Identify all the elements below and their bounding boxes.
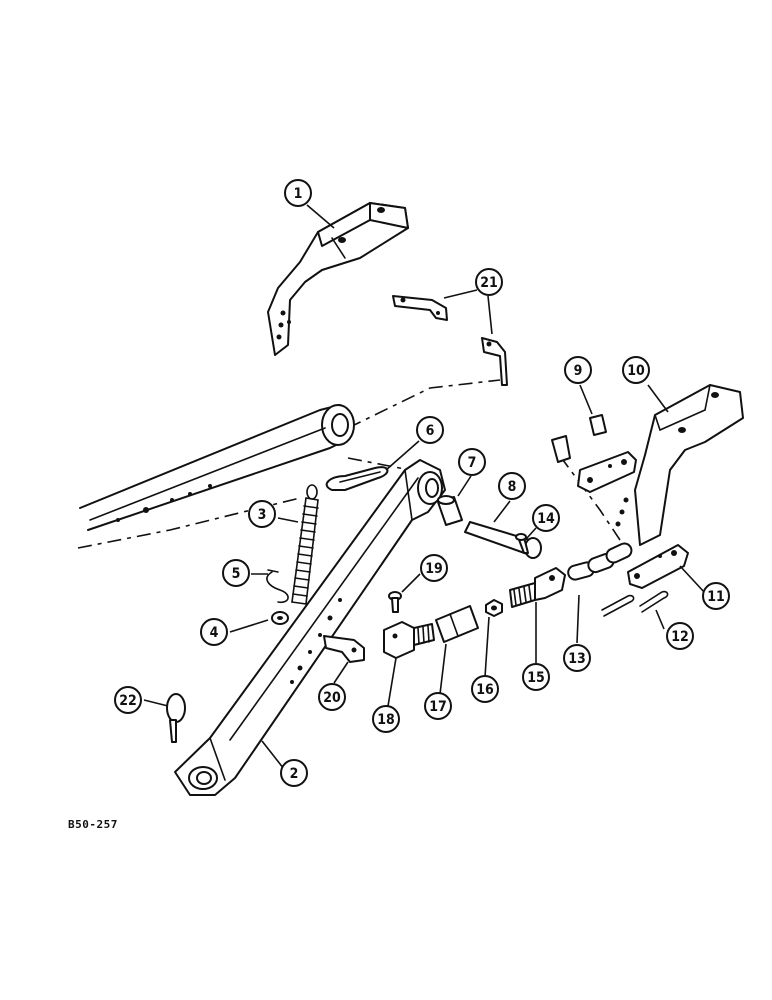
callout-7: 7 <box>458 448 486 476</box>
callout-circle <box>372 705 400 733</box>
background-lower-link <box>79 404 355 531</box>
callout-number: 6 <box>426 423 435 439</box>
part-13-chain <box>567 542 633 581</box>
figure-code: B50-257 <box>68 818 118 831</box>
callout-circle <box>248 500 276 528</box>
callout-circle <box>318 683 346 711</box>
callout-circle <box>200 618 228 646</box>
callout-circle <box>622 356 650 384</box>
part-6-pin <box>325 466 389 491</box>
callout-6: 6 <box>416 416 444 444</box>
callouts <box>143 204 706 770</box>
part-14-pin <box>515 533 529 554</box>
part-1-bracket <box>267 202 409 356</box>
callout-circle <box>222 559 250 587</box>
callout-number: 9 <box>574 363 583 379</box>
callout-3: 3 <box>248 500 276 528</box>
callout-number: 18 <box>377 712 395 728</box>
part-11-plates <box>577 451 689 589</box>
callout-13: 13 <box>563 644 591 672</box>
callout-circle <box>702 582 730 610</box>
part-7-bushing <box>437 495 463 526</box>
callout-number: 8 <box>508 479 517 495</box>
part-4-washer <box>271 611 289 625</box>
part-15-clevis <box>509 567 566 608</box>
callout-circle <box>458 448 486 476</box>
callout-number: 19 <box>425 561 443 577</box>
callout-number: 15 <box>527 670 545 686</box>
part-12-cotter-pins <box>601 590 669 617</box>
callout-circle <box>424 692 452 720</box>
callout-circle <box>114 686 142 714</box>
callout-12: 12 <box>666 622 694 650</box>
callout-14: 14 <box>532 504 560 532</box>
callout-1: 1 <box>284 179 312 207</box>
callout-20: 20 <box>318 683 346 711</box>
part-10-bracket <box>615 384 744 546</box>
callout-16: 16 <box>471 675 499 703</box>
callout-circle <box>284 179 312 207</box>
callout-circle <box>475 268 503 296</box>
callout-number: 21 <box>480 275 498 291</box>
callout-number: 22 <box>119 693 137 709</box>
callout-number: 13 <box>568 651 586 667</box>
callout-number: 1 <box>294 186 303 202</box>
callout-circle <box>498 472 526 500</box>
callout-circle <box>563 644 591 672</box>
callout-circle <box>420 554 448 582</box>
part-2-lower-link <box>174 459 446 796</box>
callout-number: 14 <box>537 511 555 527</box>
callout-number: 12 <box>671 629 689 645</box>
callout-4: 4 <box>200 618 228 646</box>
callout-number: 2 <box>290 766 299 782</box>
callout-10: 10 <box>622 356 650 384</box>
callout-circle <box>280 759 308 787</box>
callout-number: 16 <box>476 682 494 698</box>
callout-number: 4 <box>210 625 219 641</box>
callout-number: 3 <box>258 507 267 523</box>
callout-circle <box>666 622 694 650</box>
callout-19: 19 <box>420 554 448 582</box>
callout-number: 5 <box>232 566 241 582</box>
part-20-bracket <box>323 635 365 663</box>
callout-11: 11 <box>702 582 730 610</box>
callout-18: 18 <box>372 705 400 733</box>
part-17-sleeve <box>435 605 479 643</box>
part-18-clevis <box>383 621 435 659</box>
callout-9: 9 <box>564 356 592 384</box>
callout-circle <box>532 504 560 532</box>
callout-number: 20 <box>323 690 341 706</box>
part-9-pins <box>551 414 607 463</box>
callout-2: 2 <box>280 759 308 787</box>
callout-15: 15 <box>522 663 550 691</box>
callout-number: 7 <box>468 455 477 471</box>
callout-17: 17 <box>424 692 452 720</box>
part-19-pin <box>388 591 402 613</box>
callout-5: 5 <box>222 559 250 587</box>
part-16-nut <box>485 599 503 617</box>
callout-8: 8 <box>498 472 526 500</box>
callout-circle <box>564 356 592 384</box>
part-3-spring <box>291 484 319 605</box>
callout-21: 21 <box>475 268 503 296</box>
callout-circle <box>416 416 444 444</box>
callout-circle <box>471 675 499 703</box>
part-5-clip <box>266 569 289 604</box>
part-21-straps <box>392 295 508 386</box>
callout-number: 11 <box>707 589 725 605</box>
part-22-linch-pin <box>166 693 186 743</box>
callout-22: 22 <box>114 686 142 714</box>
part-8-pin <box>464 521 542 559</box>
callout-circle <box>522 663 550 691</box>
callout-number: 10 <box>627 363 645 379</box>
callout-number: 17 <box>429 699 447 715</box>
